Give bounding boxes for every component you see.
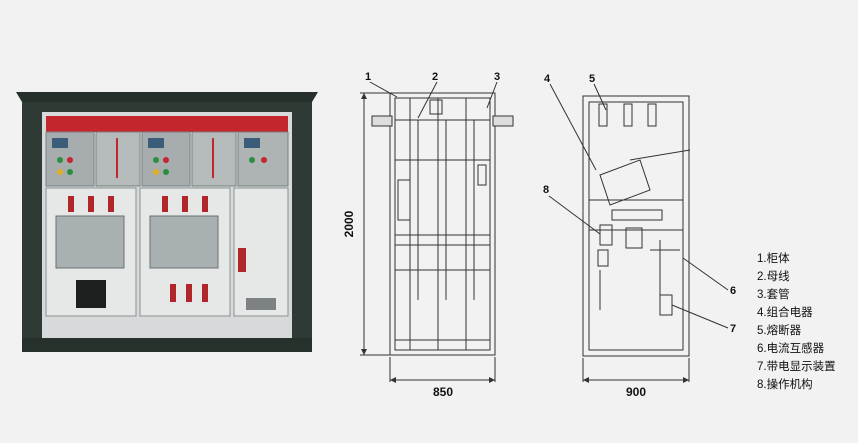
dim-height: 2000 [342, 210, 356, 237]
dim-side-width: 900 [626, 385, 646, 399]
callout-2: 2 [432, 71, 438, 83]
callout-3: 3 [494, 71, 500, 83]
switchgear-photo [16, 92, 318, 352]
legend-item: 7.带电显示装置 [757, 361, 836, 373]
side-view-cabinet [582, 95, 690, 357]
front-view-cabinet [389, 92, 496, 356]
legend-item: 1.柜体 [757, 253, 790, 265]
callout-6: 6 [730, 285, 736, 297]
callout-5: 5 [589, 73, 595, 85]
legend-item: 8.操作机构 [757, 379, 813, 391]
legend-item: 6.电流互感器 [757, 343, 825, 355]
callout-8: 8 [543, 184, 549, 196]
legend-item: 4.组合电器 [757, 307, 813, 319]
legend-item: 5.熔断器 [757, 325, 802, 337]
legend: 1.柜体 2.母线 3.套管 4.组合电器 5.熔断器 6.电流互感器 7.带电… [757, 250, 836, 394]
callout-7: 7 [730, 323, 736, 335]
legend-item: 3.套管 [757, 289, 790, 301]
technical-drawings: 2000 850 900 1 2 3 4 5 8 6 7 [342, 71, 736, 399]
callout-1: 1 [365, 71, 371, 83]
dim-front-width: 850 [433, 385, 453, 399]
callout-4: 4 [544, 73, 551, 85]
legend-item: 2.母线 [757, 271, 790, 283]
